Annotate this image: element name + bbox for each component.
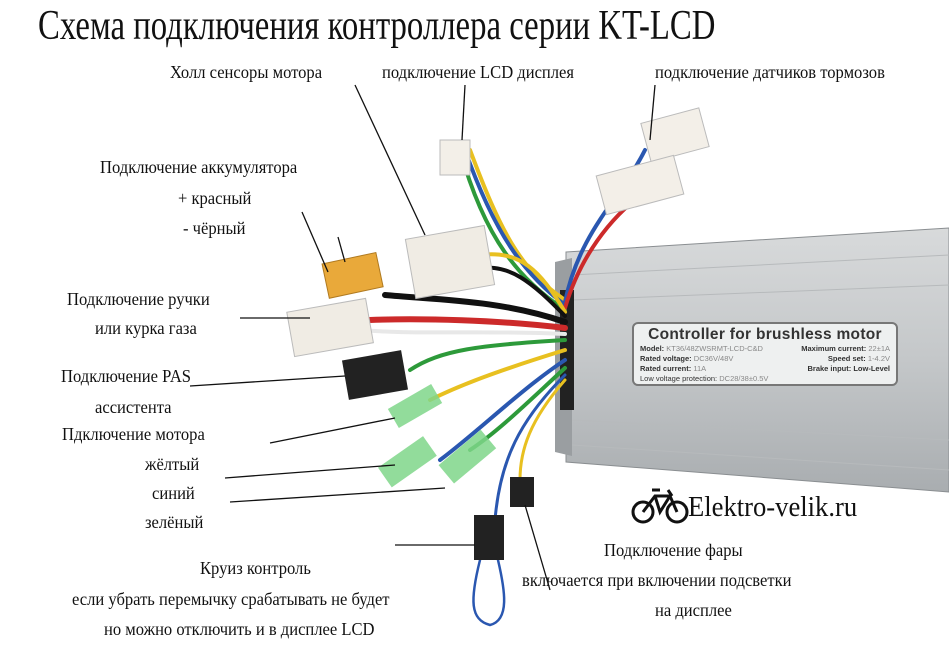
label-battery-red: + красный bbox=[178, 188, 252, 208]
label-motor: Пдключение мотора bbox=[62, 424, 205, 444]
brand-watermark: Elektro-velik.ru bbox=[630, 492, 866, 524]
label-motor-blue: синий bbox=[152, 483, 195, 503]
pointer-lines bbox=[189, 84, 656, 591]
brake-connector-2 bbox=[595, 154, 685, 216]
controller-fins bbox=[571, 254, 949, 471]
label-light-1: Подключение фары bbox=[604, 540, 743, 560]
label-light-3: на дисплее bbox=[655, 600, 732, 620]
cruise-connector bbox=[474, 515, 504, 560]
motor-yellow-connector bbox=[387, 383, 443, 429]
label-lcd: подключение LCD дисплея bbox=[382, 62, 575, 82]
label-hall: Холл сенсоры мотора bbox=[170, 62, 323, 82]
label-cruise-2: если убрать перемычку срабатывать не буд… bbox=[72, 589, 390, 609]
model-value: KT36/48ZWSRMT-LCD-C&D bbox=[666, 344, 763, 353]
cur-key: Rated current: bbox=[640, 364, 692, 373]
lvp-key: Low voltage protection: bbox=[640, 374, 718, 383]
label-throttle-2: или курка газа bbox=[95, 318, 197, 338]
connectors bbox=[286, 107, 710, 560]
throttle-connector bbox=[286, 297, 374, 358]
lcd-connector bbox=[439, 139, 471, 176]
volt-value: DC36V/48V bbox=[693, 354, 734, 363]
brand-text: Elektro-velik.ru bbox=[688, 492, 858, 523]
label-motor-green: зелёный bbox=[145, 512, 204, 532]
motor-blue-connector bbox=[377, 436, 437, 488]
controller-nameplate: Controller for brushless motor Model: KT… bbox=[632, 322, 898, 386]
nameplate-heading: Controller for brushless motor bbox=[648, 326, 882, 343]
label-battery-black: - чёрный bbox=[183, 218, 246, 238]
maxcur-value: 22±1A bbox=[868, 344, 890, 353]
label-motor-yellow: жёлтый bbox=[145, 454, 200, 474]
battery-xt60-connector bbox=[321, 251, 384, 299]
label-cruise-3: но можно отключить и в дисплее LCD bbox=[104, 619, 375, 639]
volt-key: Rated voltage: bbox=[640, 354, 692, 363]
cur-value: 11A bbox=[693, 364, 707, 373]
page-title: Схема подключения контроллера серии KT-L… bbox=[38, 3, 716, 49]
light-connector bbox=[510, 477, 534, 507]
lvp-value: DC28/38±0.5V bbox=[719, 374, 769, 383]
bicycle-icon bbox=[631, 488, 689, 524]
maxcur-key: Maximum current: bbox=[801, 344, 867, 353]
label-pas-2: ассистента bbox=[95, 397, 172, 417]
pas-connector bbox=[341, 350, 409, 400]
speed-key: Speed set: bbox=[827, 354, 866, 363]
hall-connector bbox=[404, 224, 496, 300]
label-throttle-1: Подключение ручки bbox=[67, 289, 210, 309]
label-battery: Подключение аккумулятора bbox=[100, 157, 298, 177]
label-light-2: включается при включении подсветки bbox=[522, 570, 792, 590]
brake-key: Brake input: Low-Level bbox=[807, 364, 890, 373]
label-brakes: подключение датчиков тормозов bbox=[655, 62, 885, 82]
brake-connector-1 bbox=[640, 107, 710, 163]
model-key: Model: bbox=[640, 344, 665, 353]
label-pas-1: Подключение PAS bbox=[61, 366, 191, 386]
label-cruise-1: Круиз контроль bbox=[200, 558, 311, 578]
motor-green-connector bbox=[438, 429, 497, 484]
speed-value: 1-4.2V bbox=[867, 354, 890, 363]
